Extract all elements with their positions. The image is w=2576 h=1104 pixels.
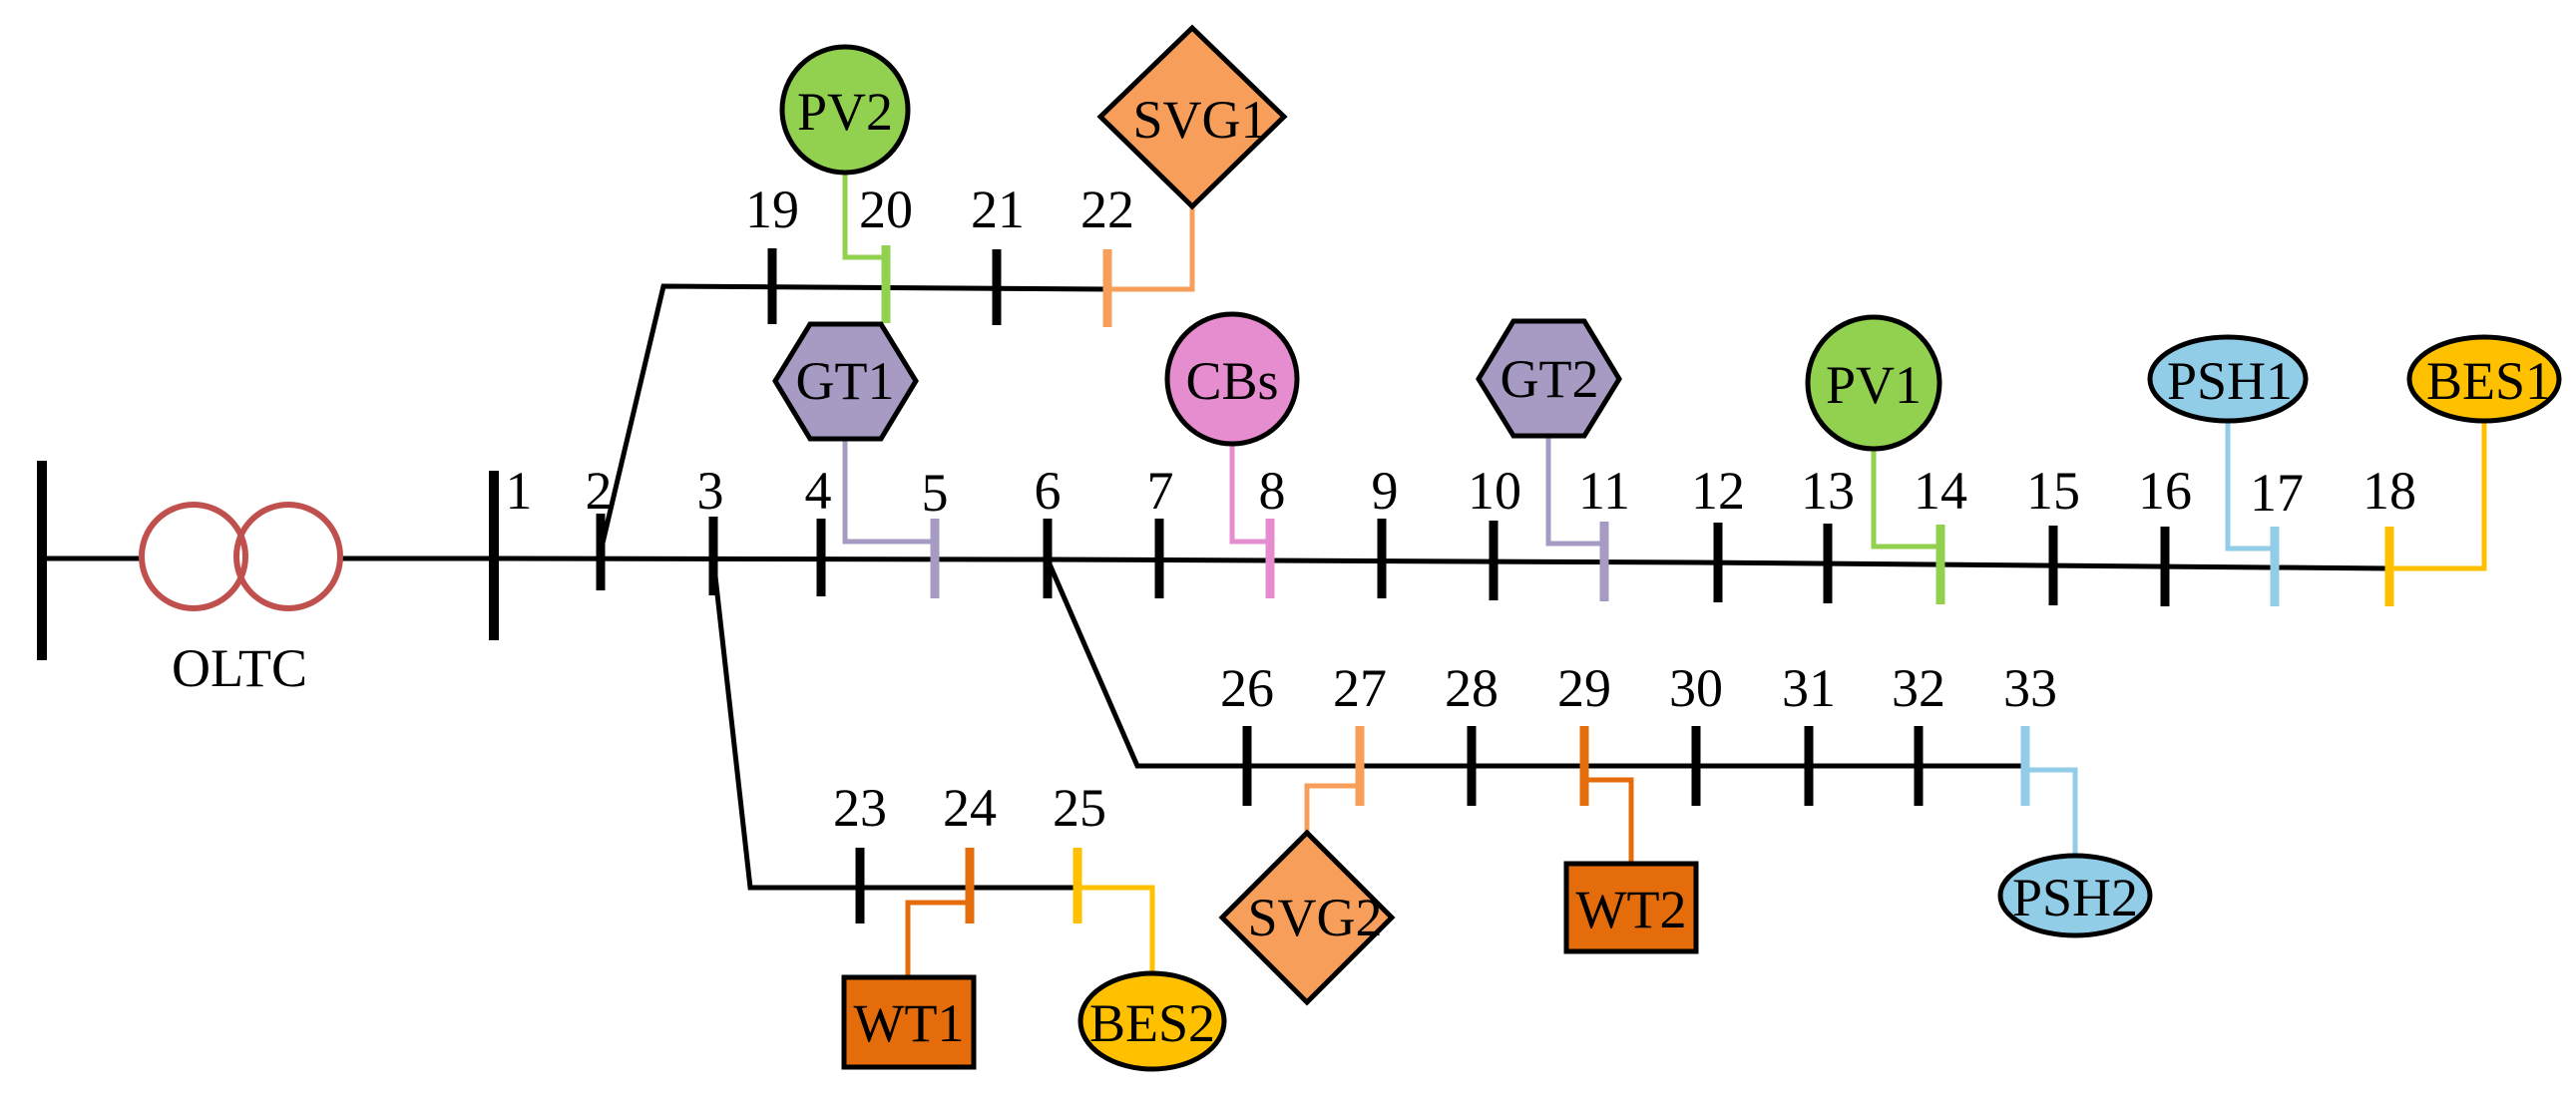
cbs-symbol (1164, 311, 1300, 447)
bus-label: 15 (2026, 461, 2080, 521)
oltc-label: OLTC (172, 638, 307, 698)
bus-label: 18 (2362, 461, 2416, 521)
wt1-connection (905, 848, 975, 977)
bus-label: 21 (971, 180, 1025, 239)
psh1-symbol (2147, 334, 2309, 424)
svg2-connection (1304, 726, 1365, 833)
pv1-symbol (1805, 314, 1942, 452)
bus-label: 1 (506, 461, 533, 521)
bus-label: 26 (1220, 658, 1274, 718)
bus-label: 12 (1691, 461, 1745, 521)
psh2-symbol (1997, 853, 2153, 938)
bus-ticks (596, 248, 2170, 923)
transformer-winding-left (139, 502, 248, 611)
bus-label: 17 (2250, 463, 2304, 523)
bus-label: 11 (1578, 461, 1630, 521)
svg1-symbol (1096, 24, 1288, 210)
pv1-connection (1871, 449, 1945, 604)
gt2-connection (1545, 436, 1609, 601)
bes1-label: BES1 (2426, 351, 2552, 411)
pv2-connection (842, 172, 891, 323)
psh1-label: PSH1 (2167, 351, 2293, 411)
svg2-label: SVG2 (1247, 888, 1382, 947)
wt1-label: WT1 (854, 993, 965, 1053)
bus-label: 8 (1259, 461, 1286, 521)
bus-label: 3 (697, 461, 724, 521)
device-labels: PV2 SVG1 GT1 CBs GT2 PV1 PSH1 BES1 SVG2 … (796, 82, 2553, 1053)
pv2-symbol (779, 44, 911, 176)
oltc-transformer: OLTC (139, 502, 343, 698)
bus-label: 19 (745, 180, 799, 239)
bus-label: 22 (1080, 180, 1134, 239)
devices (772, 24, 2562, 1072)
cbs-label: CBs (1185, 351, 1278, 411)
bus-label: 7 (1147, 461, 1174, 521)
bus-label: 16 (2138, 461, 2192, 521)
bus-label: 31 (1782, 658, 1836, 718)
lateral-19-22-line (598, 283, 1108, 552)
wt2-connection (1579, 726, 1634, 864)
gt1-symbol (772, 321, 919, 442)
bus-label: 28 (1445, 658, 1499, 718)
psh2-label: PSH2 (2012, 868, 2138, 927)
bus-label: 23 (833, 778, 887, 838)
bus-label: 13 (1801, 461, 1855, 521)
network-lines (44, 283, 2390, 891)
wt1-symbol (841, 974, 977, 1070)
lateral-23-25-line (710, 557, 1077, 891)
gt2-label: GT2 (1501, 349, 1599, 409)
pv2-label: PV2 (797, 82, 893, 142)
bus-label: 14 (1914, 461, 1967, 521)
psh1-connection (2225, 419, 2280, 606)
psh2-connection (2020, 726, 2078, 856)
gt2-symbol (1476, 318, 1622, 439)
cbs-connection (1229, 444, 1275, 598)
bes2-label: BES2 (1089, 993, 1215, 1053)
gt1-label: GT1 (796, 351, 895, 411)
lateral-26-33-line (1045, 558, 2025, 769)
bus-label: 32 (1892, 658, 1945, 718)
bes2-connection (1073, 848, 1155, 973)
bus-labels: 1 2 3 4 5 6 7 8 9 10 11 12 13 14 15 16 1… (506, 180, 2417, 838)
bus-label: 2 (586, 461, 613, 521)
bus-label: 33 (2003, 658, 2057, 718)
bus-label: 20 (859, 180, 913, 239)
bes1-connection (2384, 419, 2487, 606)
bus-label: 30 (1669, 658, 1723, 718)
pv1-label: PV1 (1826, 355, 1922, 415)
bus-label: 25 (1053, 778, 1106, 838)
bes1-symbol (2406, 334, 2562, 424)
gt1-connection (842, 439, 940, 598)
bus-label: 5 (922, 463, 949, 523)
bus-label: 27 (1333, 658, 1387, 718)
bes2-symbol (1077, 970, 1227, 1072)
svg1-connection (1102, 206, 1195, 327)
wt2-label: WT2 (1576, 880, 1687, 939)
wt2-symbol (1563, 861, 1699, 954)
transformer-winding-right (233, 502, 343, 611)
bus-label: 6 (1035, 461, 1062, 521)
bus-label: 9 (1372, 461, 1399, 521)
bus-label: 4 (805, 461, 832, 521)
bus-label: 24 (943, 778, 997, 838)
svg1-label: SVG1 (1132, 90, 1267, 150)
main-feeder-line (493, 555, 2390, 571)
bus-label: 29 (1557, 658, 1611, 718)
svg2-symbol (1218, 829, 1396, 1006)
bus-label: 10 (1468, 461, 1521, 521)
